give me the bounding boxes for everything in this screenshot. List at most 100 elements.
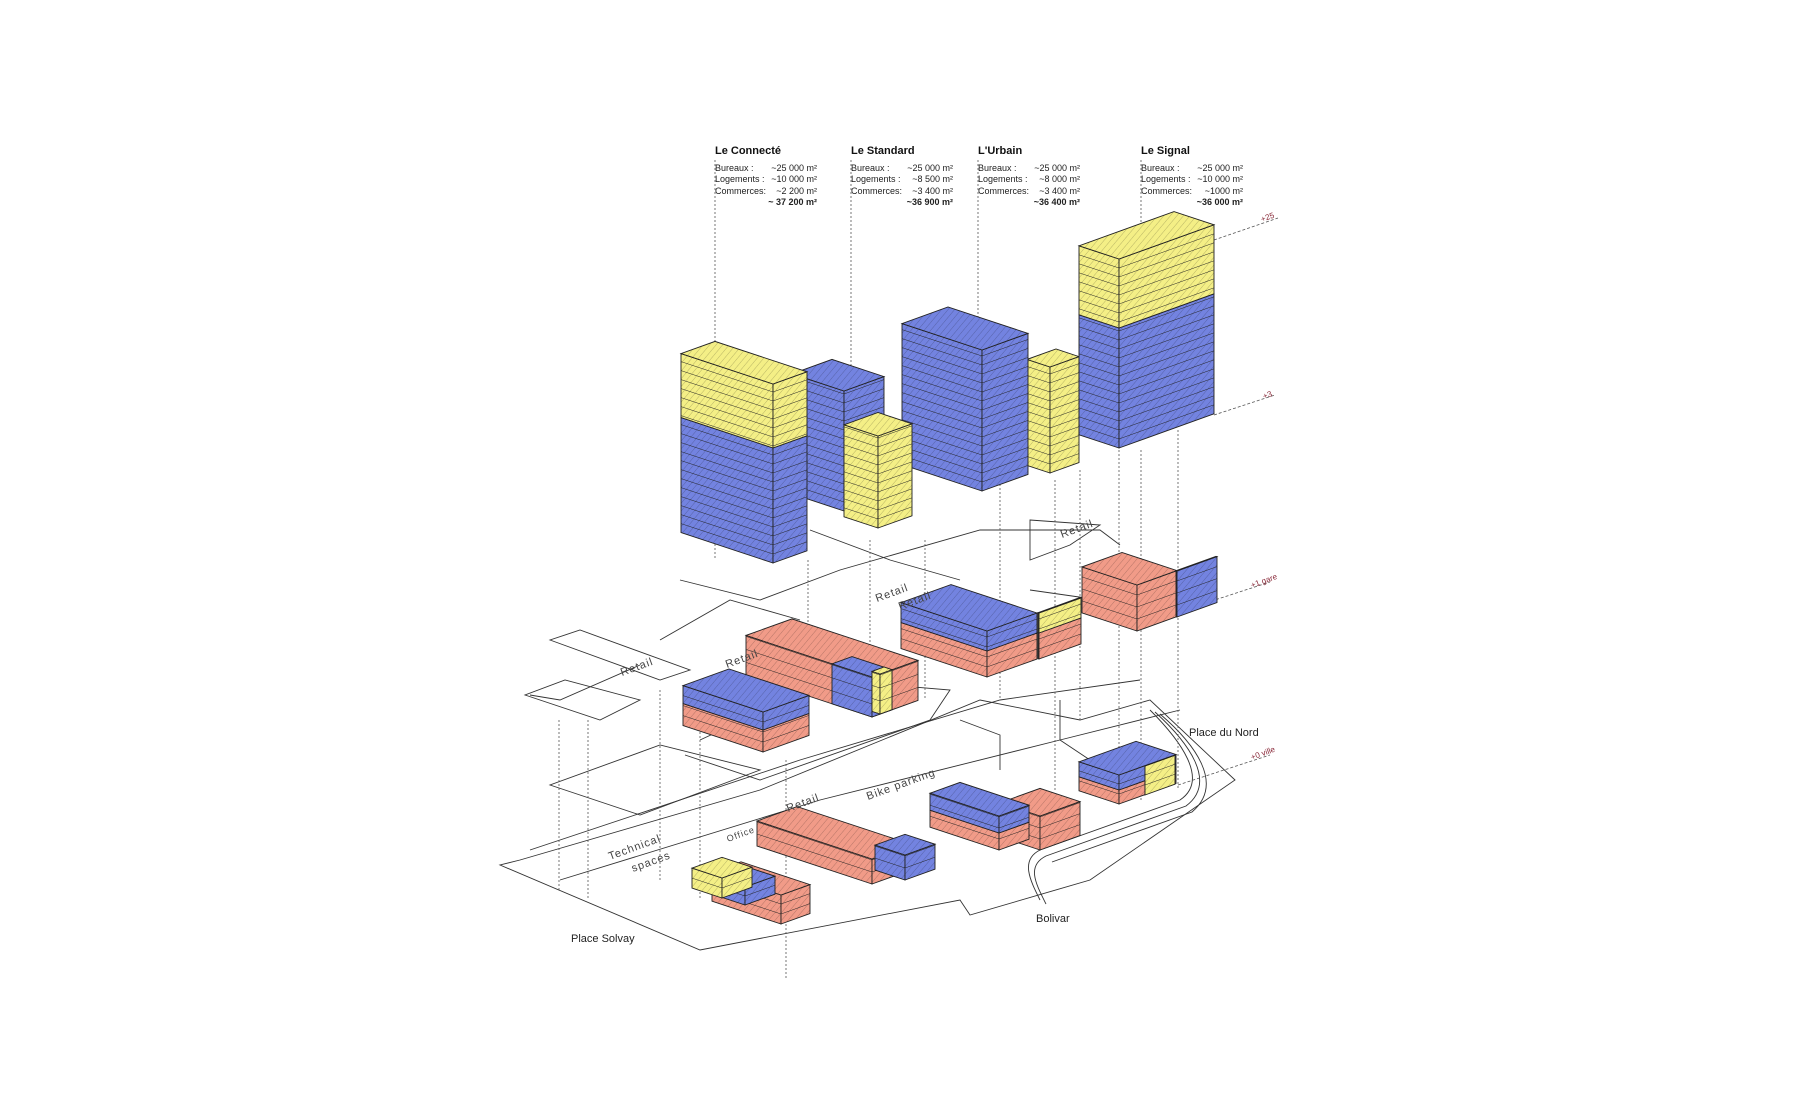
commerces-label: Commerces:	[978, 185, 1030, 196]
floor-line	[680, 388, 808, 420]
floor-line	[901, 455, 1029, 483]
floor-line	[1078, 404, 1215, 440]
bureaux-label: Bureaux :	[978, 162, 1017, 173]
bureaux-value: ~25 000 m²	[771, 162, 817, 173]
tower-le-connecte	[679, 340, 809, 564]
project-title: L'Urbain	[978, 145, 1023, 157]
floor-line	[1081, 600, 1178, 620]
floor-line	[1175, 566, 1218, 582]
volume-face-hatch	[843, 424, 879, 529]
floor-line	[843, 488, 913, 502]
level-label-gare: +1 gare	[1250, 572, 1279, 590]
ground-block-bolivar-office	[928, 781, 1031, 851]
tower-le-standard	[842, 412, 914, 529]
floor-line	[900, 628, 1038, 658]
podium-l-urbain	[899, 584, 1039, 678]
volume-face-hatch	[981, 332, 1029, 492]
floor-line	[1078, 242, 1215, 278]
floor-line	[1081, 576, 1178, 596]
volume-top-hatch	[679, 340, 809, 385]
floor-line	[843, 497, 913, 511]
zone-label-bike-parking: Bike parking	[865, 767, 937, 803]
floor-line	[1078, 269, 1215, 305]
zone-label-retail: Retail	[619, 656, 655, 679]
floor-line	[874, 856, 936, 869]
floor-line	[929, 793, 1030, 818]
floor-line	[1026, 444, 1080, 456]
floor-line	[843, 479, 913, 493]
bureaux-value: ~25 000 m²	[1034, 162, 1080, 173]
floor-line	[1175, 578, 1218, 594]
podium-le-signal-left	[1080, 552, 1179, 632]
floor-line	[843, 470, 913, 484]
floor-line	[1026, 408, 1080, 420]
logements-value: ~8 500 m²	[912, 174, 953, 184]
commerces-label: Commerces:	[715, 185, 767, 196]
floor-line	[680, 433, 808, 465]
volume-top-hatch	[1144, 754, 1176, 767]
floor-line	[680, 451, 808, 483]
floor-line	[1026, 453, 1080, 465]
floor-line	[843, 425, 913, 439]
floor-line	[680, 415, 808, 447]
floor-line	[1078, 359, 1215, 395]
ground-block-nord-housing	[1144, 754, 1176, 796]
volume-top-hatch	[899, 584, 1039, 632]
project-title: Le Connecté	[715, 145, 782, 157]
floor-line	[680, 361, 808, 393]
bureaux-label: Bureaux :	[1141, 162, 1180, 173]
floor-line	[1026, 435, 1080, 447]
floor-line	[901, 338, 1029, 366]
building-volumes	[679, 211, 1219, 925]
volume-top-hatch	[1036, 597, 1083, 614]
floor-line	[901, 356, 1029, 384]
level-line	[1213, 217, 1279, 241]
floor-line	[843, 452, 913, 466]
podium-le-signal-right	[1174, 555, 1219, 618]
floor-line	[791, 376, 885, 395]
floor-line	[680, 397, 808, 429]
volume-top-hatch	[928, 781, 1031, 817]
floor-line	[680, 523, 808, 555]
volume-face-hatch	[1078, 245, 1120, 329]
podium-le-standard-housing	[870, 666, 894, 715]
floor-line	[1078, 350, 1215, 386]
floor-line	[871, 696, 893, 702]
project-title: Le Signal	[1141, 145, 1190, 157]
floor-line	[791, 403, 885, 422]
floor-line	[682, 695, 810, 723]
floor-line	[901, 401, 1029, 429]
volume-top-hatch	[681, 668, 811, 713]
volume-top-hatch	[870, 666, 894, 675]
floor-line	[901, 365, 1029, 393]
floor-line	[680, 505, 808, 537]
volume-top-hatch	[842, 412, 914, 437]
floor-line	[900, 618, 1038, 648]
floor-line	[680, 370, 808, 402]
total-value: ~36 900 m²	[906, 197, 953, 207]
floor-line	[680, 478, 808, 510]
ground-block-solvay-housing	[690, 856, 754, 899]
bureaux-value: ~25 000 m²	[1197, 162, 1243, 173]
volume-top-hatch	[1025, 348, 1081, 368]
floor-line	[901, 428, 1029, 456]
floor-line	[901, 329, 1029, 357]
floor-line	[900, 608, 1038, 638]
bureaux-value: ~25 000 m²	[907, 162, 953, 173]
commerces-label: Commerces:	[851, 185, 903, 196]
volume-top-hatch	[1174, 555, 1219, 572]
floor-line	[1078, 377, 1215, 413]
volume-top-hatch	[744, 618, 920, 678]
floor-line	[1078, 386, 1215, 422]
volume-top-hatch	[790, 358, 886, 392]
volume-face-hatch	[877, 423, 913, 529]
place-label-solvay: Place Solvay	[571, 933, 635, 945]
logements-label: Logements :	[851, 174, 901, 184]
volume-top-hatch	[1080, 552, 1179, 586]
floor-line	[901, 437, 1029, 465]
floor-line	[1078, 260, 1215, 296]
floor-line	[901, 374, 1029, 402]
commerces-value: ~3 400 m²	[912, 185, 953, 196]
total-value: ~36 400 m²	[1033, 197, 1080, 207]
floor-line	[871, 683, 893, 689]
